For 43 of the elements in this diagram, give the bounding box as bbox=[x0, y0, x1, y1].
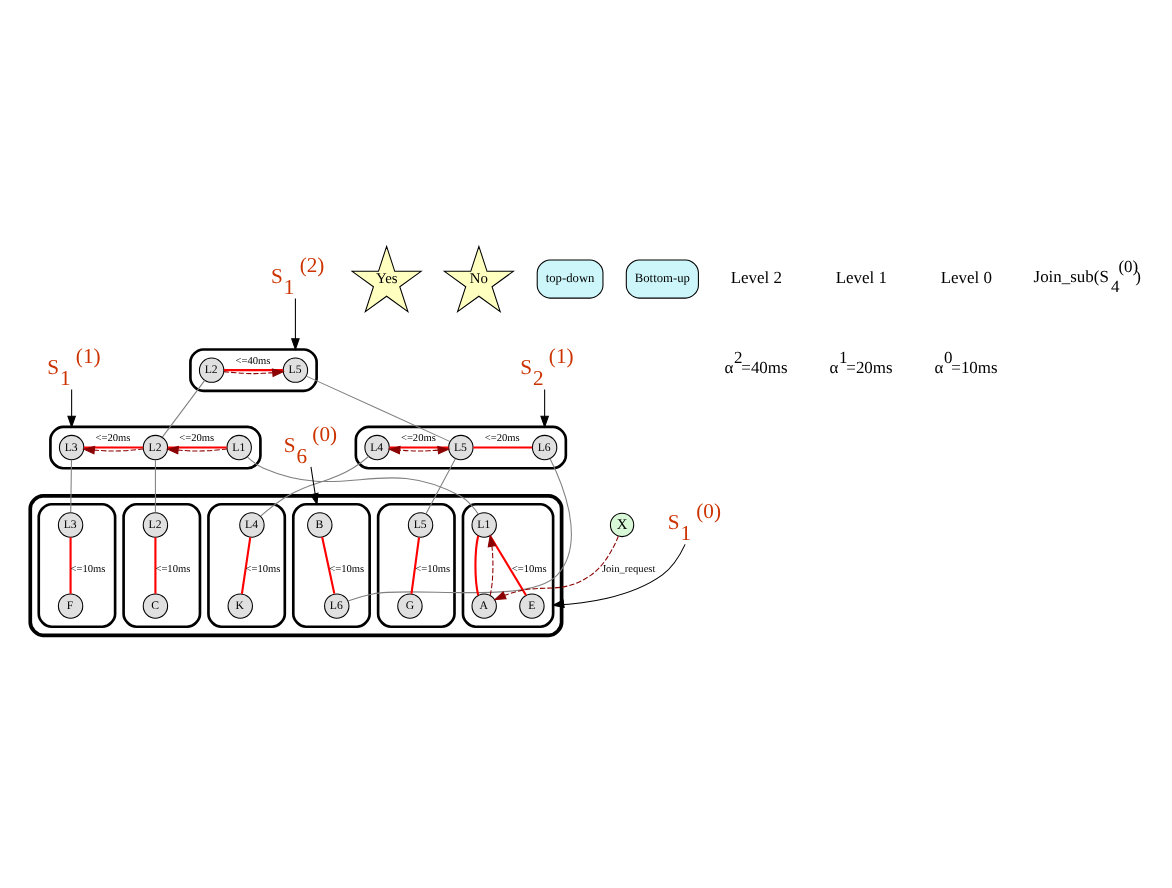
cluster bbox=[207, 501, 287, 628]
arrow bbox=[387, 444, 451, 454]
arrow bbox=[551, 542, 686, 608]
connector bbox=[167, 445, 227, 448]
connector bbox=[347, 457, 572, 601]
arrow bbox=[82, 444, 144, 454]
arrow bbox=[223, 367, 285, 377]
cluster bbox=[376, 501, 456, 628]
connector bbox=[321, 535, 336, 593]
connector bbox=[70, 458, 72, 512]
arrow bbox=[290, 297, 300, 351]
connector bbox=[410, 536, 421, 593]
connector bbox=[389, 445, 449, 448]
cluster bbox=[354, 424, 568, 469]
label: Level 1 bbox=[835, 266, 888, 287]
arrow bbox=[493, 534, 619, 600]
connector bbox=[260, 455, 369, 516]
arrow bbox=[487, 533, 497, 595]
connector bbox=[84, 445, 143, 448]
arrow bbox=[309, 465, 319, 505]
cluster bbox=[461, 501, 555, 628]
node-circle: X bbox=[609, 511, 635, 537]
connector bbox=[69, 536, 72, 593]
cluster bbox=[49, 424, 262, 469]
connector bbox=[224, 368, 283, 371]
connector bbox=[305, 374, 451, 442]
connector bbox=[474, 534, 480, 595]
connector bbox=[425, 457, 456, 514]
connector bbox=[154, 458, 156, 512]
connector bbox=[473, 445, 533, 448]
cluster bbox=[189, 347, 318, 392]
cluster bbox=[37, 501, 117, 628]
arrow bbox=[67, 387, 77, 428]
label: Level 0 bbox=[940, 266, 993, 287]
connector bbox=[246, 455, 479, 514]
arrow bbox=[165, 444, 228, 454]
cluster bbox=[291, 501, 371, 628]
connector bbox=[154, 536, 157, 593]
arrow bbox=[540, 387, 550, 428]
connector bbox=[161, 378, 206, 437]
label: Level 2 bbox=[730, 266, 783, 287]
cluster bbox=[122, 501, 202, 628]
connector bbox=[489, 534, 527, 595]
